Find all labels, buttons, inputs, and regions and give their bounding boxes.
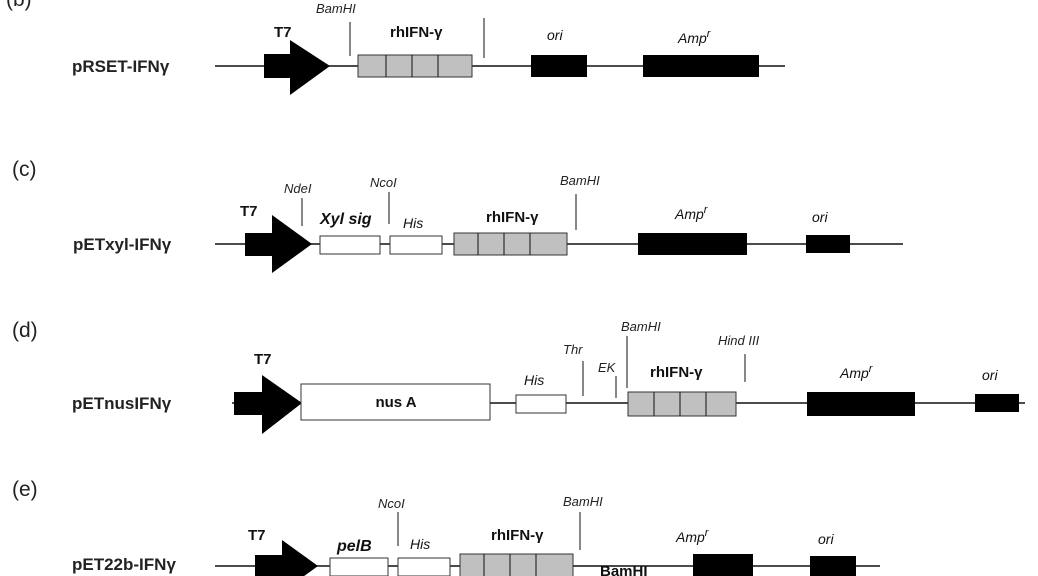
t7-label-e: T7 bbox=[248, 527, 266, 544]
ori-label-b: ori bbox=[547, 27, 563, 43]
amp-box-c bbox=[638, 233, 747, 255]
his-label-e: His bbox=[410, 536, 430, 552]
xyl-sig-label-c: Xyl sig bbox=[319, 211, 372, 228]
his-tag-box-d bbox=[515, 394, 567, 414]
bamhi-site-label-c: BamHI bbox=[560, 173, 600, 188]
amp-box-d bbox=[807, 392, 915, 416]
t7-promoter-arrow-d bbox=[234, 375, 302, 434]
amp-label-b: Ampr bbox=[677, 28, 712, 46]
rhifn-gene-box-d bbox=[627, 391, 737, 417]
bamhi-site-label-lower-e: BamHI bbox=[600, 563, 648, 576]
t7-label-b: T7 bbox=[274, 24, 292, 41]
panel-c-label: (c) bbox=[12, 158, 37, 181]
amp-text-c: Amp bbox=[674, 206, 704, 222]
t7-label-c: T7 bbox=[240, 203, 258, 220]
ndei-site-label-c: NdeI bbox=[284, 181, 312, 196]
ori-box-e bbox=[810, 556, 856, 576]
ek-site-label-d: EK bbox=[598, 360, 617, 375]
his-tag-box-c bbox=[389, 235, 443, 255]
panel-b: (b) pRSET-IFNγ T7 BamHI Hind III rhIFN-γ… bbox=[6, 0, 785, 95]
t7-promoter-arrow-c bbox=[245, 215, 312, 273]
his-label-d: His bbox=[524, 372, 544, 388]
t7-promoter-arrow-e bbox=[255, 540, 318, 576]
plasmid-name-e: pET22b-IFNγ bbox=[72, 555, 176, 574]
panel-e-label: (e) bbox=[12, 478, 38, 501]
amp-text-d: Amp bbox=[839, 365, 869, 381]
ori-label-d: ori bbox=[982, 367, 998, 383]
gene-label-d: rhIFN-γ bbox=[650, 364, 703, 381]
pelb-label-e: pelB bbox=[336, 538, 372, 555]
ori-box-d bbox=[975, 394, 1019, 412]
ncoi-site-label-c: NcoI bbox=[370, 175, 397, 190]
ori-box-b bbox=[531, 55, 587, 77]
xyl-sig-box-c bbox=[319, 235, 381, 255]
bamhi-site-label-e: BamHI bbox=[563, 494, 603, 509]
amp-box-b bbox=[643, 55, 759, 77]
his-tag-box-e bbox=[397, 557, 451, 576]
bamhi-site-label-d: BamHI bbox=[621, 319, 661, 334]
nus-a-box-d bbox=[300, 383, 491, 421]
panel-e: (e) pET22b-IFNγ T7 pelB NcoI His rhIFN-γ… bbox=[12, 478, 880, 576]
t7-label-d: T7 bbox=[254, 351, 272, 368]
panel-d: (d) pETnusIFNγ T7 nus A His Thr EK BamHI… bbox=[12, 319, 1025, 434]
amp-sup-c: r bbox=[704, 204, 709, 216]
hindiii-site-label-d: Hind III bbox=[718, 333, 760, 348]
ori-label-e: ori bbox=[818, 531, 834, 547]
panel-d-label: (d) bbox=[12, 319, 38, 342]
gene-label-e: rhIFN-γ bbox=[491, 527, 544, 544]
plasmid-name-c: pETxyl-IFNγ bbox=[73, 235, 172, 254]
thr-site-label-d: Thr bbox=[563, 342, 583, 357]
his-label-c: His bbox=[403, 215, 423, 231]
panel-c: (c) pETxyl-IFNγ T7 NdeI Xyl sig NcoI His… bbox=[12, 158, 903, 273]
amp-text-b: Amp bbox=[677, 30, 707, 46]
ori-box-c bbox=[806, 235, 850, 253]
bamhi-site-label-b: BamHI bbox=[316, 1, 356, 16]
nus-a-label-d: nus A bbox=[375, 394, 416, 411]
ncoi-site-label-e: NcoI bbox=[378, 496, 405, 511]
rhifn-gene-box-b bbox=[357, 54, 473, 78]
amp-sup-b: r bbox=[707, 28, 712, 40]
amp-sup-d: r bbox=[869, 363, 874, 375]
amp-label-e: Ampr bbox=[675, 527, 710, 545]
gene-label-b: rhIFN-γ bbox=[390, 24, 443, 41]
gene-label-c: rhIFN-γ bbox=[486, 209, 539, 226]
amp-sup-e: r bbox=[705, 527, 710, 539]
amp-label-c: Ampr bbox=[674, 204, 709, 222]
pelb-box-e bbox=[329, 557, 389, 576]
panel-b-label: (b) bbox=[6, 0, 32, 11]
plasmid-name-b: pRSET-IFNγ bbox=[72, 57, 170, 76]
plasmid-name-d: pETnusIFNγ bbox=[72, 394, 172, 413]
rhifn-gene-box-c bbox=[453, 232, 568, 256]
amp-text-e: Amp bbox=[675, 529, 705, 545]
amp-label-d: Ampr bbox=[839, 363, 874, 381]
t7-promoter-arrow-b bbox=[264, 40, 330, 95]
amp-box-e bbox=[693, 554, 753, 576]
ori-label-c: ori bbox=[812, 209, 828, 225]
rhifn-gene-box-e bbox=[459, 553, 574, 576]
